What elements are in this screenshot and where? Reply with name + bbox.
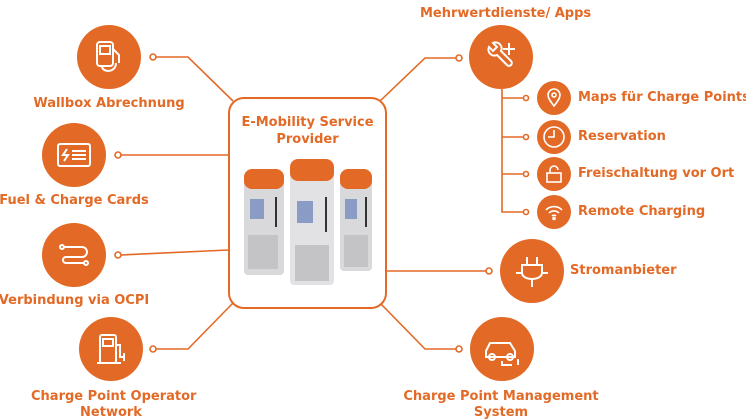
apps-label: Mehrwertdienste/ Apps	[420, 6, 592, 21]
cpo-label: Charge Point Operator Network	[31, 389, 197, 419]
connector-wallbox	[156, 56, 234, 102]
plug-icon	[500, 239, 564, 303]
center-title-line1: E-Mobility Service	[241, 115, 374, 130]
connector-dot	[455, 345, 463, 353]
apps-item-unlock: Freischaltung vor Ort	[578, 166, 735, 181]
cpo-label-line1: Charge Point Operator	[31, 389, 197, 404]
wallbox-label: Wallbox Abrechnung	[33, 96, 185, 111]
center-title: E-Mobility Service Provider	[230, 114, 385, 148]
wallbox-icon	[77, 25, 141, 89]
wifi-icon	[537, 195, 571, 229]
center-provider-box: E-Mobility Service Provider	[228, 97, 387, 309]
connector-dot	[149, 53, 157, 61]
connector-apps	[379, 57, 456, 102]
cpo-label-line2: Network	[80, 405, 142, 419]
energy-label: Stromanbieter	[570, 263, 677, 278]
connector-ocpi	[120, 249, 229, 256]
apps-item-reservation: Reservation	[578, 129, 666, 144]
cpms-label-line1: Charge Point Management	[403, 389, 599, 404]
route-connection-icon	[42, 223, 106, 287]
connector-dot	[485, 267, 493, 275]
apps-item-maps: Maps für Charge Points	[578, 90, 746, 105]
unlock-icon	[537, 157, 571, 191]
connector-dot	[114, 151, 122, 159]
charge-point-icon	[79, 317, 143, 381]
map-pin-icon	[537, 81, 571, 115]
connector-apps-trunk	[501, 89, 523, 213]
charging-stations-illustration	[244, 159, 372, 285]
charge-card-icon	[42, 123, 106, 187]
connector-dot	[455, 54, 463, 62]
car-plug-icon	[470, 317, 534, 381]
cards-label: Fuel & Charge Cards	[0, 193, 149, 208]
connector-dot	[114, 251, 122, 259]
apps-item-remote: Remote Charging	[578, 204, 706, 219]
center-title-line2: Provider	[276, 132, 339, 147]
wrench-plus-icon	[469, 25, 533, 89]
connector-dot	[149, 345, 157, 353]
connector-cpms	[379, 302, 456, 350]
cpms-label-line2: System	[473, 405, 529, 419]
clock-icon	[537, 120, 571, 154]
ocpi-label: Verbindung via OCPI	[0, 293, 150, 308]
connector-cpo	[156, 302, 234, 350]
cpms-label: Charge Point Management System	[401, 389, 601, 419]
